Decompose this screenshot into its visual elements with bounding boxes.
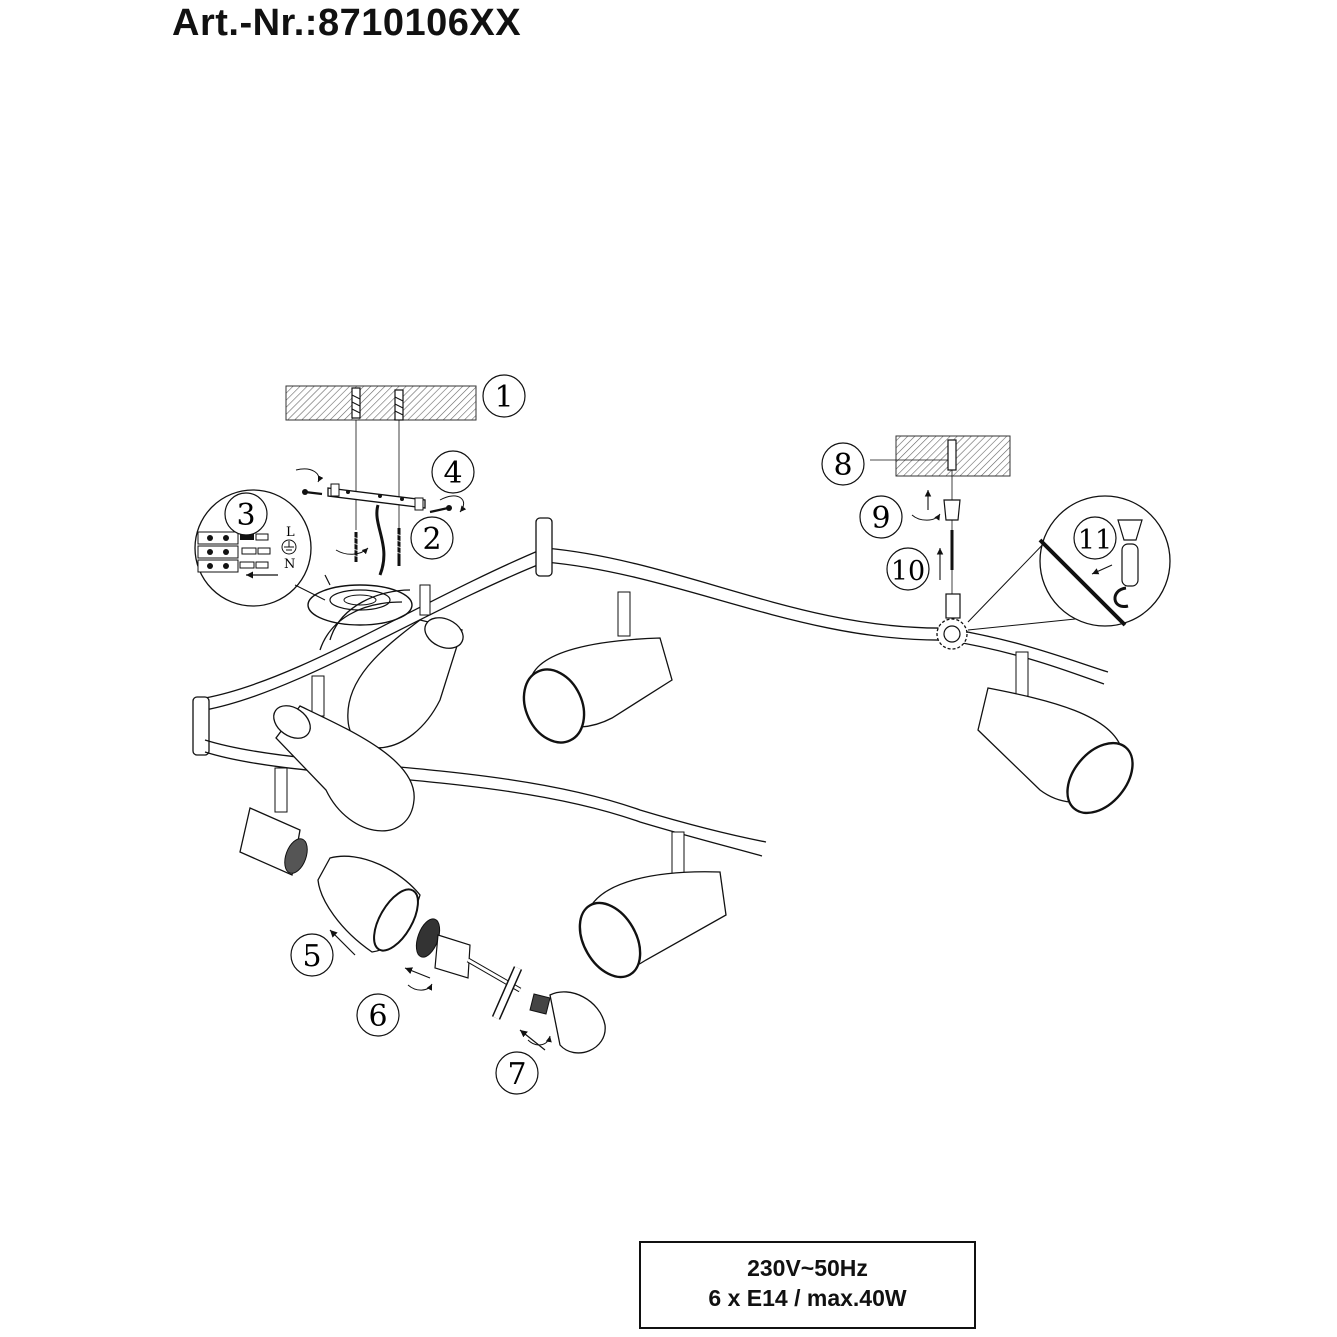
wiring-detail: L N (194, 489, 326, 607)
callout-11: 11 (1073, 516, 1117, 560)
socket-with-rod (434, 934, 523, 1020)
callout-8: 8 (821, 442, 865, 486)
e14-bulb-icon (529, 991, 606, 1054)
callout-10: 10 (886, 547, 930, 591)
callout-6: 6 (356, 993, 400, 1037)
svg-text:11: 11 (1078, 525, 1112, 556)
mounting-bracket (302, 483, 452, 576)
svg-text:8: 8 (833, 448, 852, 483)
callout-7: 7 (495, 1051, 539, 1095)
svg-text:10: 10 (891, 556, 925, 587)
voltage-spec: 230V~50Hz (747, 1255, 868, 1281)
rotate-arrow-icon (295, 468, 467, 555)
ceiling-mount-right (870, 435, 1011, 650)
svg-text:2: 2 (422, 522, 441, 557)
callout-5: 5 (290, 933, 334, 977)
direction-arrows (329, 929, 552, 1051)
svg-text:7: 7 (507, 1057, 526, 1092)
svg-text:5: 5 (302, 939, 321, 974)
spotlight (347, 584, 464, 749)
neutral-label: N (284, 557, 295, 572)
spotlight (977, 651, 1134, 815)
svg-text:1: 1 (494, 380, 513, 415)
upper-rail (192, 517, 1109, 756)
glass-shade (317, 855, 421, 953)
svg-text:6: 6 (368, 999, 387, 1034)
ceiling-canopy (307, 574, 413, 626)
electrical-spec-box: 230V~50Hz 6 x E14 / max.40W (639, 1241, 976, 1329)
spotlight (273, 675, 415, 832)
callout-9: 9 (859, 495, 903, 539)
svg-text:4: 4 (443, 456, 462, 491)
callout-2: 2 (410, 516, 454, 560)
ground-icon (281, 539, 297, 555)
spotlight (522, 591, 673, 744)
spotlight (578, 831, 727, 979)
lower-rail (204, 589, 767, 857)
ceiling-mount-left (285, 385, 477, 530)
terminal-block-icon (197, 531, 271, 573)
callout-4: 4 (431, 450, 475, 494)
live-label: L (286, 525, 295, 540)
bulb-spec: 6 x E14 / max.40W (708, 1285, 907, 1311)
svg-text:9: 9 (871, 501, 890, 536)
hook-detail (967, 495, 1171, 631)
svg-text:3: 3 (236, 498, 255, 533)
callout-3: 3 (224, 492, 268, 536)
callout-1: 1 (482, 374, 526, 418)
lamp-holder-socket (239, 767, 308, 876)
article-number-title: Art.-Nr.:8710106XX (172, 2, 522, 44)
